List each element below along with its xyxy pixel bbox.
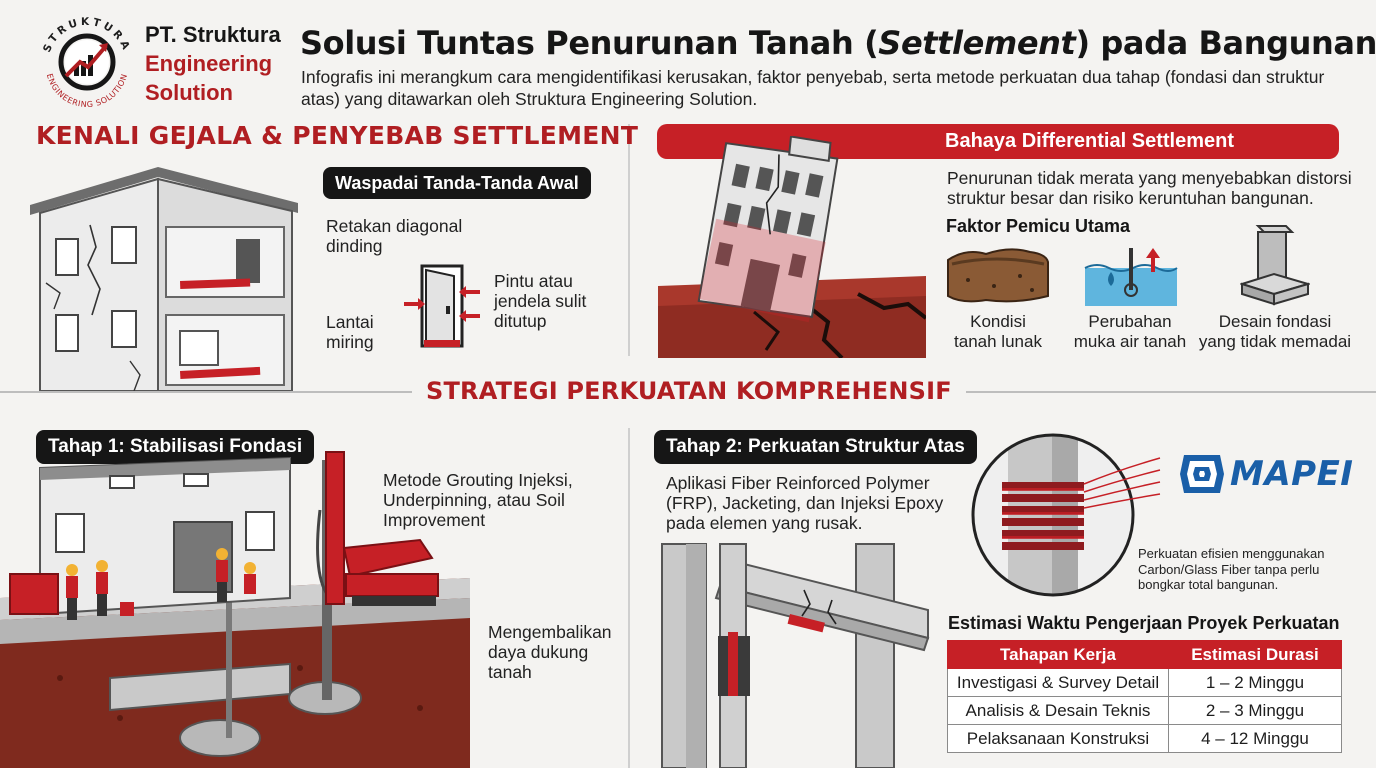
symptoms-title: KENALI GEJALA & PENYEBAB SETTLEMENT xyxy=(36,121,639,150)
estimate-title: Estimasi Waktu Pengerjaan Proyek Perkuat… xyxy=(948,613,1340,633)
column-divider-top xyxy=(628,124,630,356)
soil-icon xyxy=(946,246,1050,309)
frp-wrap-detail-illustration xyxy=(968,430,1164,605)
company-name-line2: Engineering xyxy=(145,51,273,76)
main-factors-title: Faktor Pemicu Utama xyxy=(946,216,1131,236)
stage1-tag: Tahap 1: Stabilisasi Fondasi xyxy=(36,430,315,464)
frp-column-beam-illustration xyxy=(660,540,932,768)
table-cell-duration: 2 – 3 Minggu xyxy=(1168,696,1342,725)
danger-description: Penurunan tidak merata yang menyebabkan … xyxy=(947,168,1352,208)
stage1-method: Metode Grouting Injeksi,Underpinning, at… xyxy=(383,470,573,530)
cracked-building-illustration xyxy=(30,165,302,396)
early-signs-tag: Waspadai Tanda-Tanda Awal xyxy=(323,167,591,199)
company-name: PT. Struktura Engineering Solution xyxy=(145,20,281,107)
page-subtitle: Infografis ini merangkum cara mengidenti… xyxy=(301,67,1325,109)
estimate-table: Tahapan Kerja Estimasi Durasi Investigas… xyxy=(947,640,1342,753)
company-logo: STRUKTURA ENGINEERING SOLUTION xyxy=(36,12,138,109)
foundation-grouting-illustration xyxy=(0,448,470,768)
water-table-icon xyxy=(1083,246,1179,313)
collapsing-building-illustration xyxy=(658,135,928,363)
strategy-rule-right xyxy=(966,391,1376,393)
table-row: Pelaksanaan Konstruksi 4 – 12 Minggu xyxy=(947,724,1342,753)
table-cell-stage: Analisis & Desain Teknis xyxy=(947,696,1169,725)
foundation-icon xyxy=(1238,224,1312,311)
mapei-logo: MAPEI xyxy=(1178,453,1353,495)
mapei-emblem-icon xyxy=(1180,455,1224,493)
title-emphasis: Settlement xyxy=(878,24,1076,62)
column-divider-bottom xyxy=(628,428,630,768)
strategy-rule-left xyxy=(0,391,412,393)
stuck-door-icon xyxy=(402,262,482,355)
table-cell-stage: Pelaksanaan Konstruksi xyxy=(947,724,1169,753)
strategy-title: STRATEGI PERKUATAN KOMPREHENSIF xyxy=(426,377,952,405)
table-row: Investigasi & Survey Detail 1 – 2 Minggu xyxy=(947,668,1342,697)
stage2-tag: Tahap 2: Perkuatan Struktur Atas xyxy=(654,430,977,464)
table-cell-duration: 1 – 2 Minggu xyxy=(1168,668,1342,697)
mapei-wordmark: MAPEI xyxy=(1230,454,1354,494)
page-title: Solusi Tuntas Penurunan Tanah (Settlemen… xyxy=(300,24,1376,62)
table-cell-duration: 4 – 12 Minggu xyxy=(1168,724,1342,753)
table-row: Analisis & Desain Teknis 2 – 3 Minggu xyxy=(947,696,1342,725)
company-name-line1: PT. Struktura xyxy=(145,22,281,47)
stage2-method: Aplikasi Fiber Reinforced Polymer(FRP), … xyxy=(666,473,944,533)
differential-settlement-banner: Bahaya Differential Settlement xyxy=(657,124,1339,159)
company-name-line3: Solution xyxy=(145,80,233,105)
header-duration: Estimasi Durasi xyxy=(1168,640,1342,669)
table-cell-stage: Investigasi & Survey Detail xyxy=(947,668,1169,697)
header-stage: Tahapan Kerja xyxy=(947,640,1169,669)
table-header-row: Tahapan Kerja Estimasi Durasi xyxy=(947,640,1342,669)
